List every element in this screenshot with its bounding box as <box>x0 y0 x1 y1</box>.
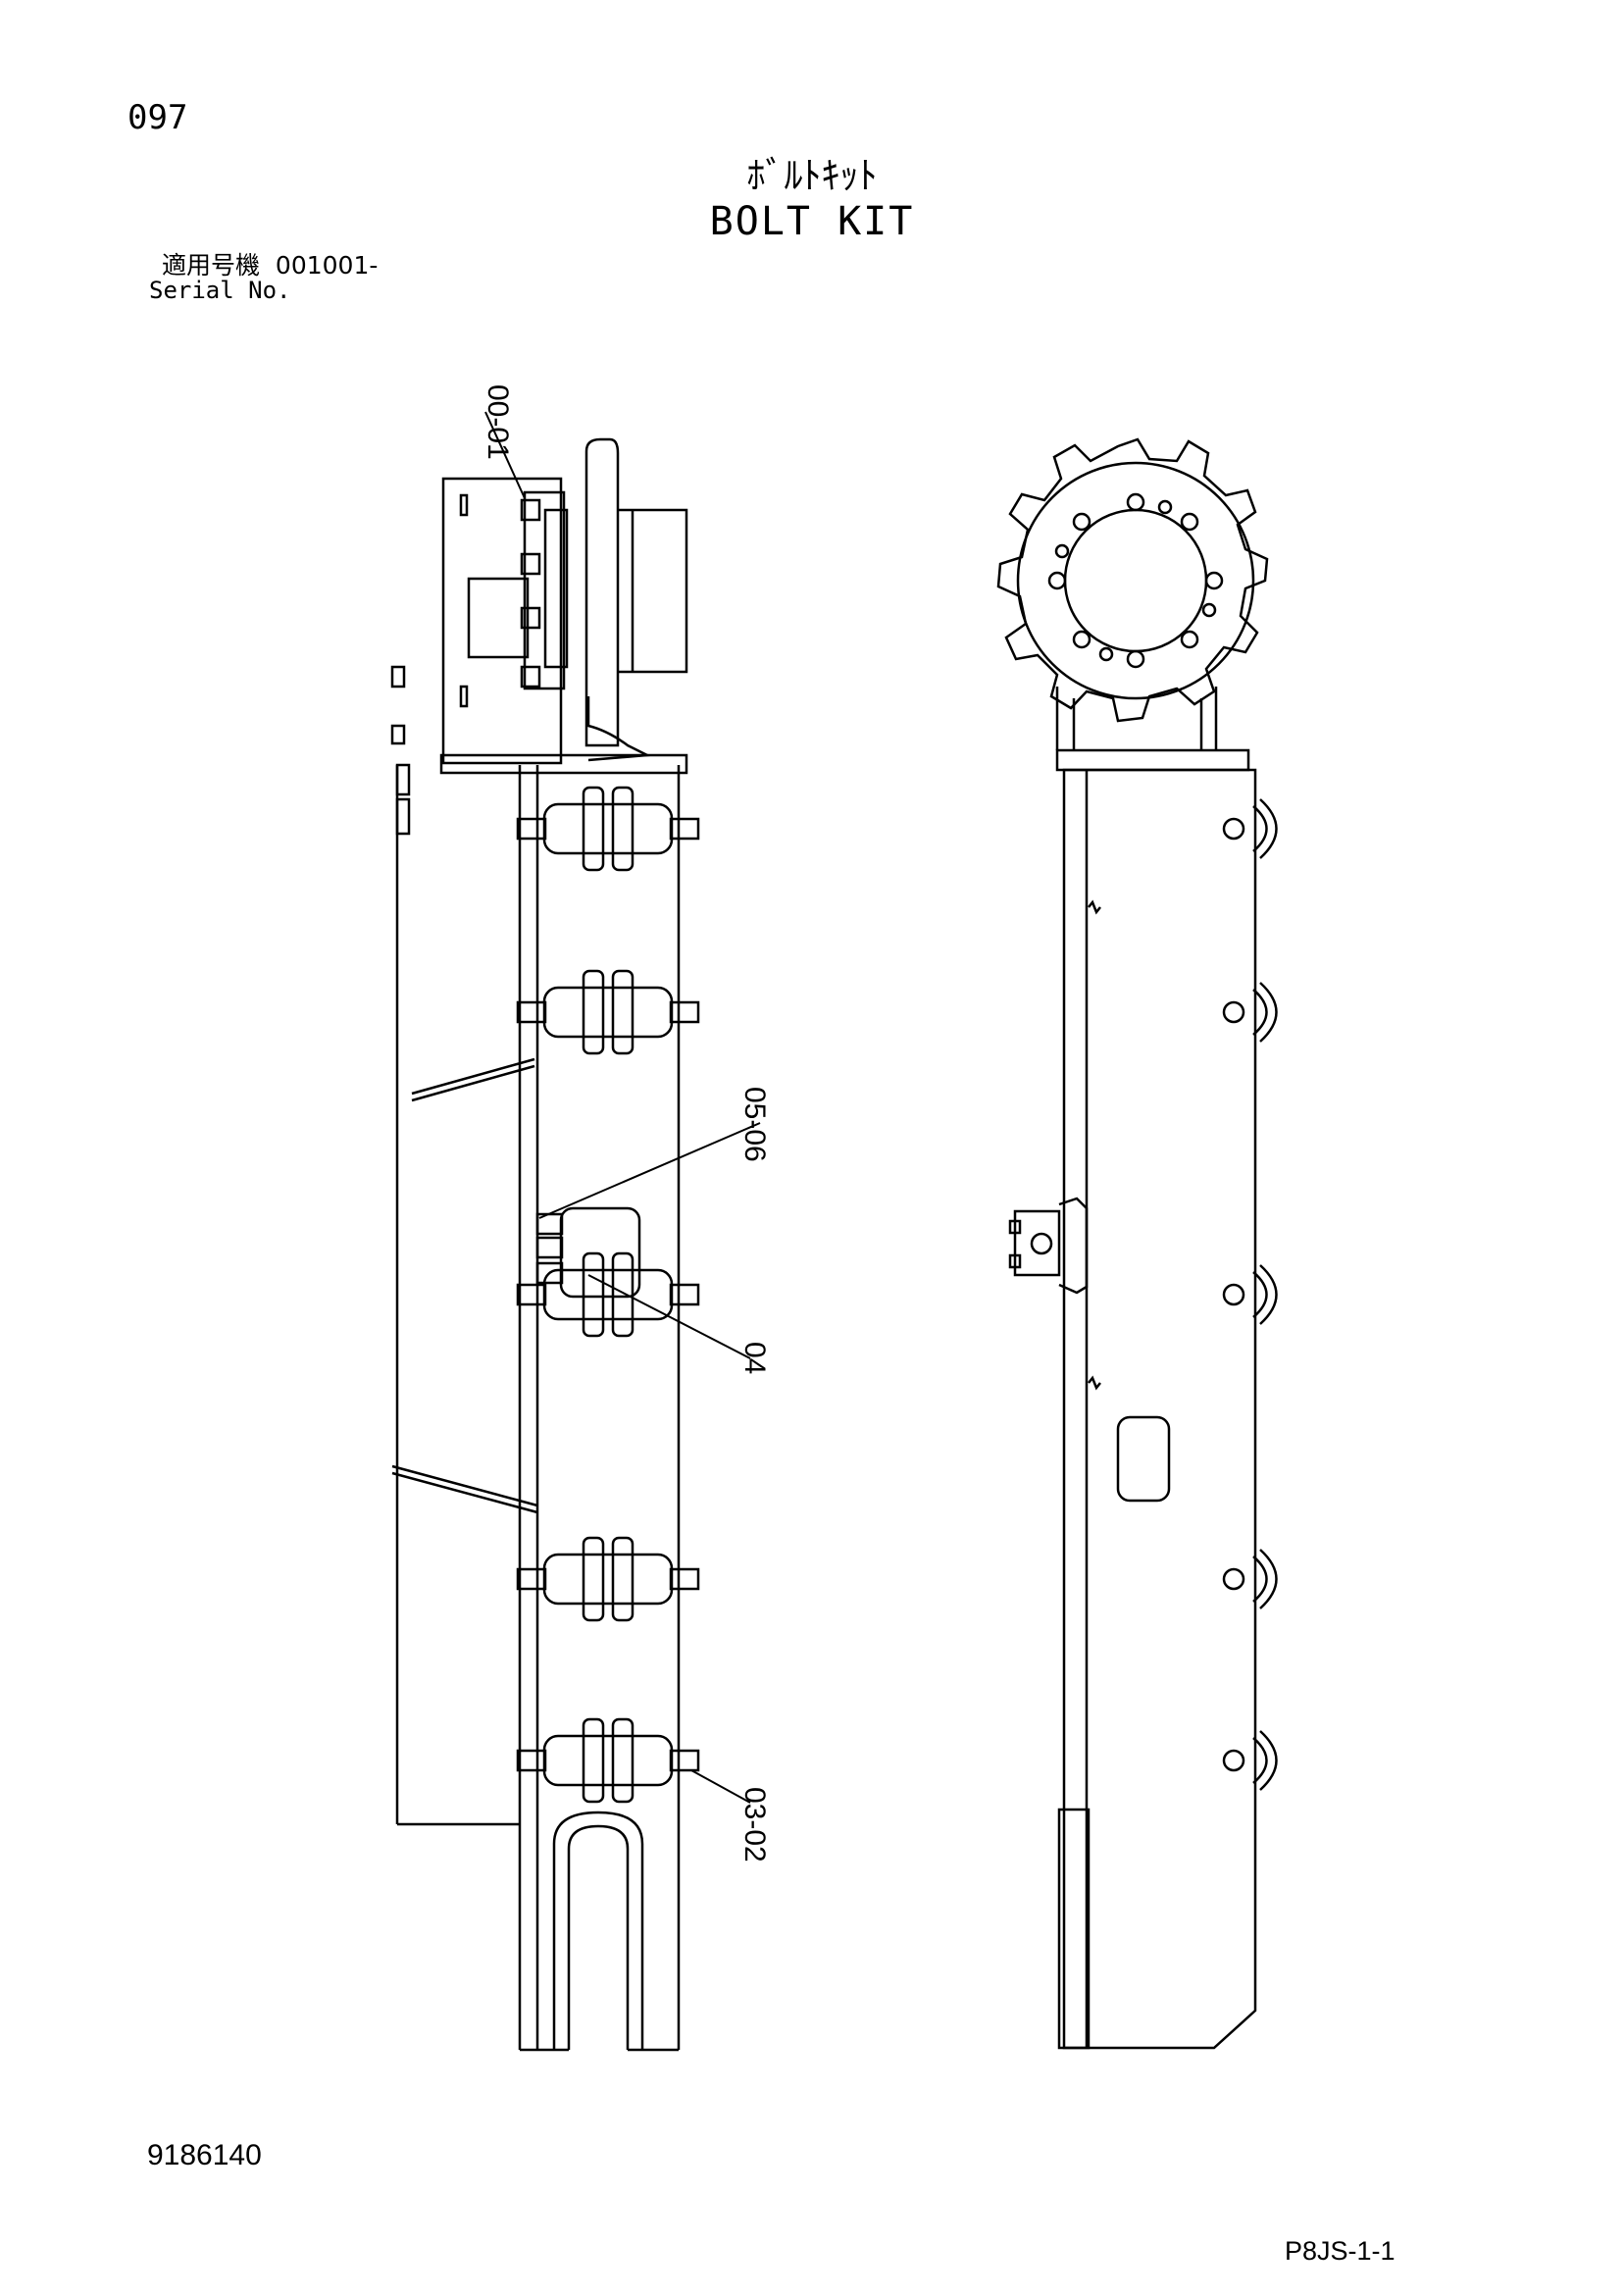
page-number: 097 <box>127 98 188 137</box>
track-roller <box>516 1717 700 1804</box>
sprocket <box>996 437 1269 723</box>
title-english: BOLT KIT <box>709 199 915 244</box>
motor-flange <box>523 490 566 690</box>
sheet-code: P8JS-1-1 <box>1285 2236 1396 2266</box>
flange-bolt <box>520 552 541 576</box>
flange-bolt <box>520 498 541 522</box>
base-plate <box>439 753 688 775</box>
track-roller <box>516 1536 700 1622</box>
left-view-track-frame <box>390 437 700 2052</box>
flange-plate <box>543 508 569 669</box>
callout-leaders <box>484 411 761 1804</box>
serial-label-jp: 適用号機 <box>162 251 261 280</box>
serial-label-english: Serial No. <box>149 277 291 304</box>
motor-inner-block <box>467 577 530 659</box>
guard-bracket <box>1013 1197 1089 1295</box>
serial-value: 001001- <box>275 251 379 280</box>
sprocket-edge <box>584 437 620 747</box>
frame-tail <box>1057 1808 1091 2050</box>
title-japanese: ﾎﾞﾙﾄｷｯﾄ <box>746 154 878 197</box>
sprocket-hub-inner <box>1063 508 1208 653</box>
sprocket-hub-outer <box>1016 461 1255 700</box>
motor-slot <box>459 685 469 708</box>
frame-body <box>1062 768 1257 2050</box>
callout-04: 04 <box>738 1342 771 1374</box>
flange-bolt <box>520 606 541 630</box>
callout-00-01: 00-01 <box>482 384 514 460</box>
reduction-gear-drum <box>618 508 688 674</box>
frame-mount-plate <box>1055 748 1250 772</box>
track-roller <box>516 1251 700 1338</box>
track-roller <box>516 786 700 872</box>
access-cover <box>1116 1415 1171 1503</box>
motor-slot <box>459 493 469 517</box>
serial-label-japanese: 適用号機 001001- <box>162 253 378 278</box>
idler-fork <box>552 1811 644 2050</box>
lower-roller-bolt <box>1222 1549 1278 1609</box>
flange-bolt <box>520 665 541 689</box>
callout-05-06: 05-06 <box>738 1087 771 1162</box>
lower-roller-bolt <box>1222 1264 1278 1325</box>
track-roller <box>516 969 700 1055</box>
lower-roller-bolt <box>1222 1730 1278 1791</box>
lower-roller-bolt <box>1222 798 1278 859</box>
sprocket-bolt-circle <box>1047 492 1224 669</box>
callout-03-02: 03-02 <box>738 1787 771 1862</box>
document-number: 9186140 <box>147 2139 262 2171</box>
drive-motor-housing <box>441 477 563 765</box>
lower-roller-bolt <box>1222 982 1278 1043</box>
right-view-track-frame <box>996 437 1278 2050</box>
mount-gusset <box>586 696 652 762</box>
